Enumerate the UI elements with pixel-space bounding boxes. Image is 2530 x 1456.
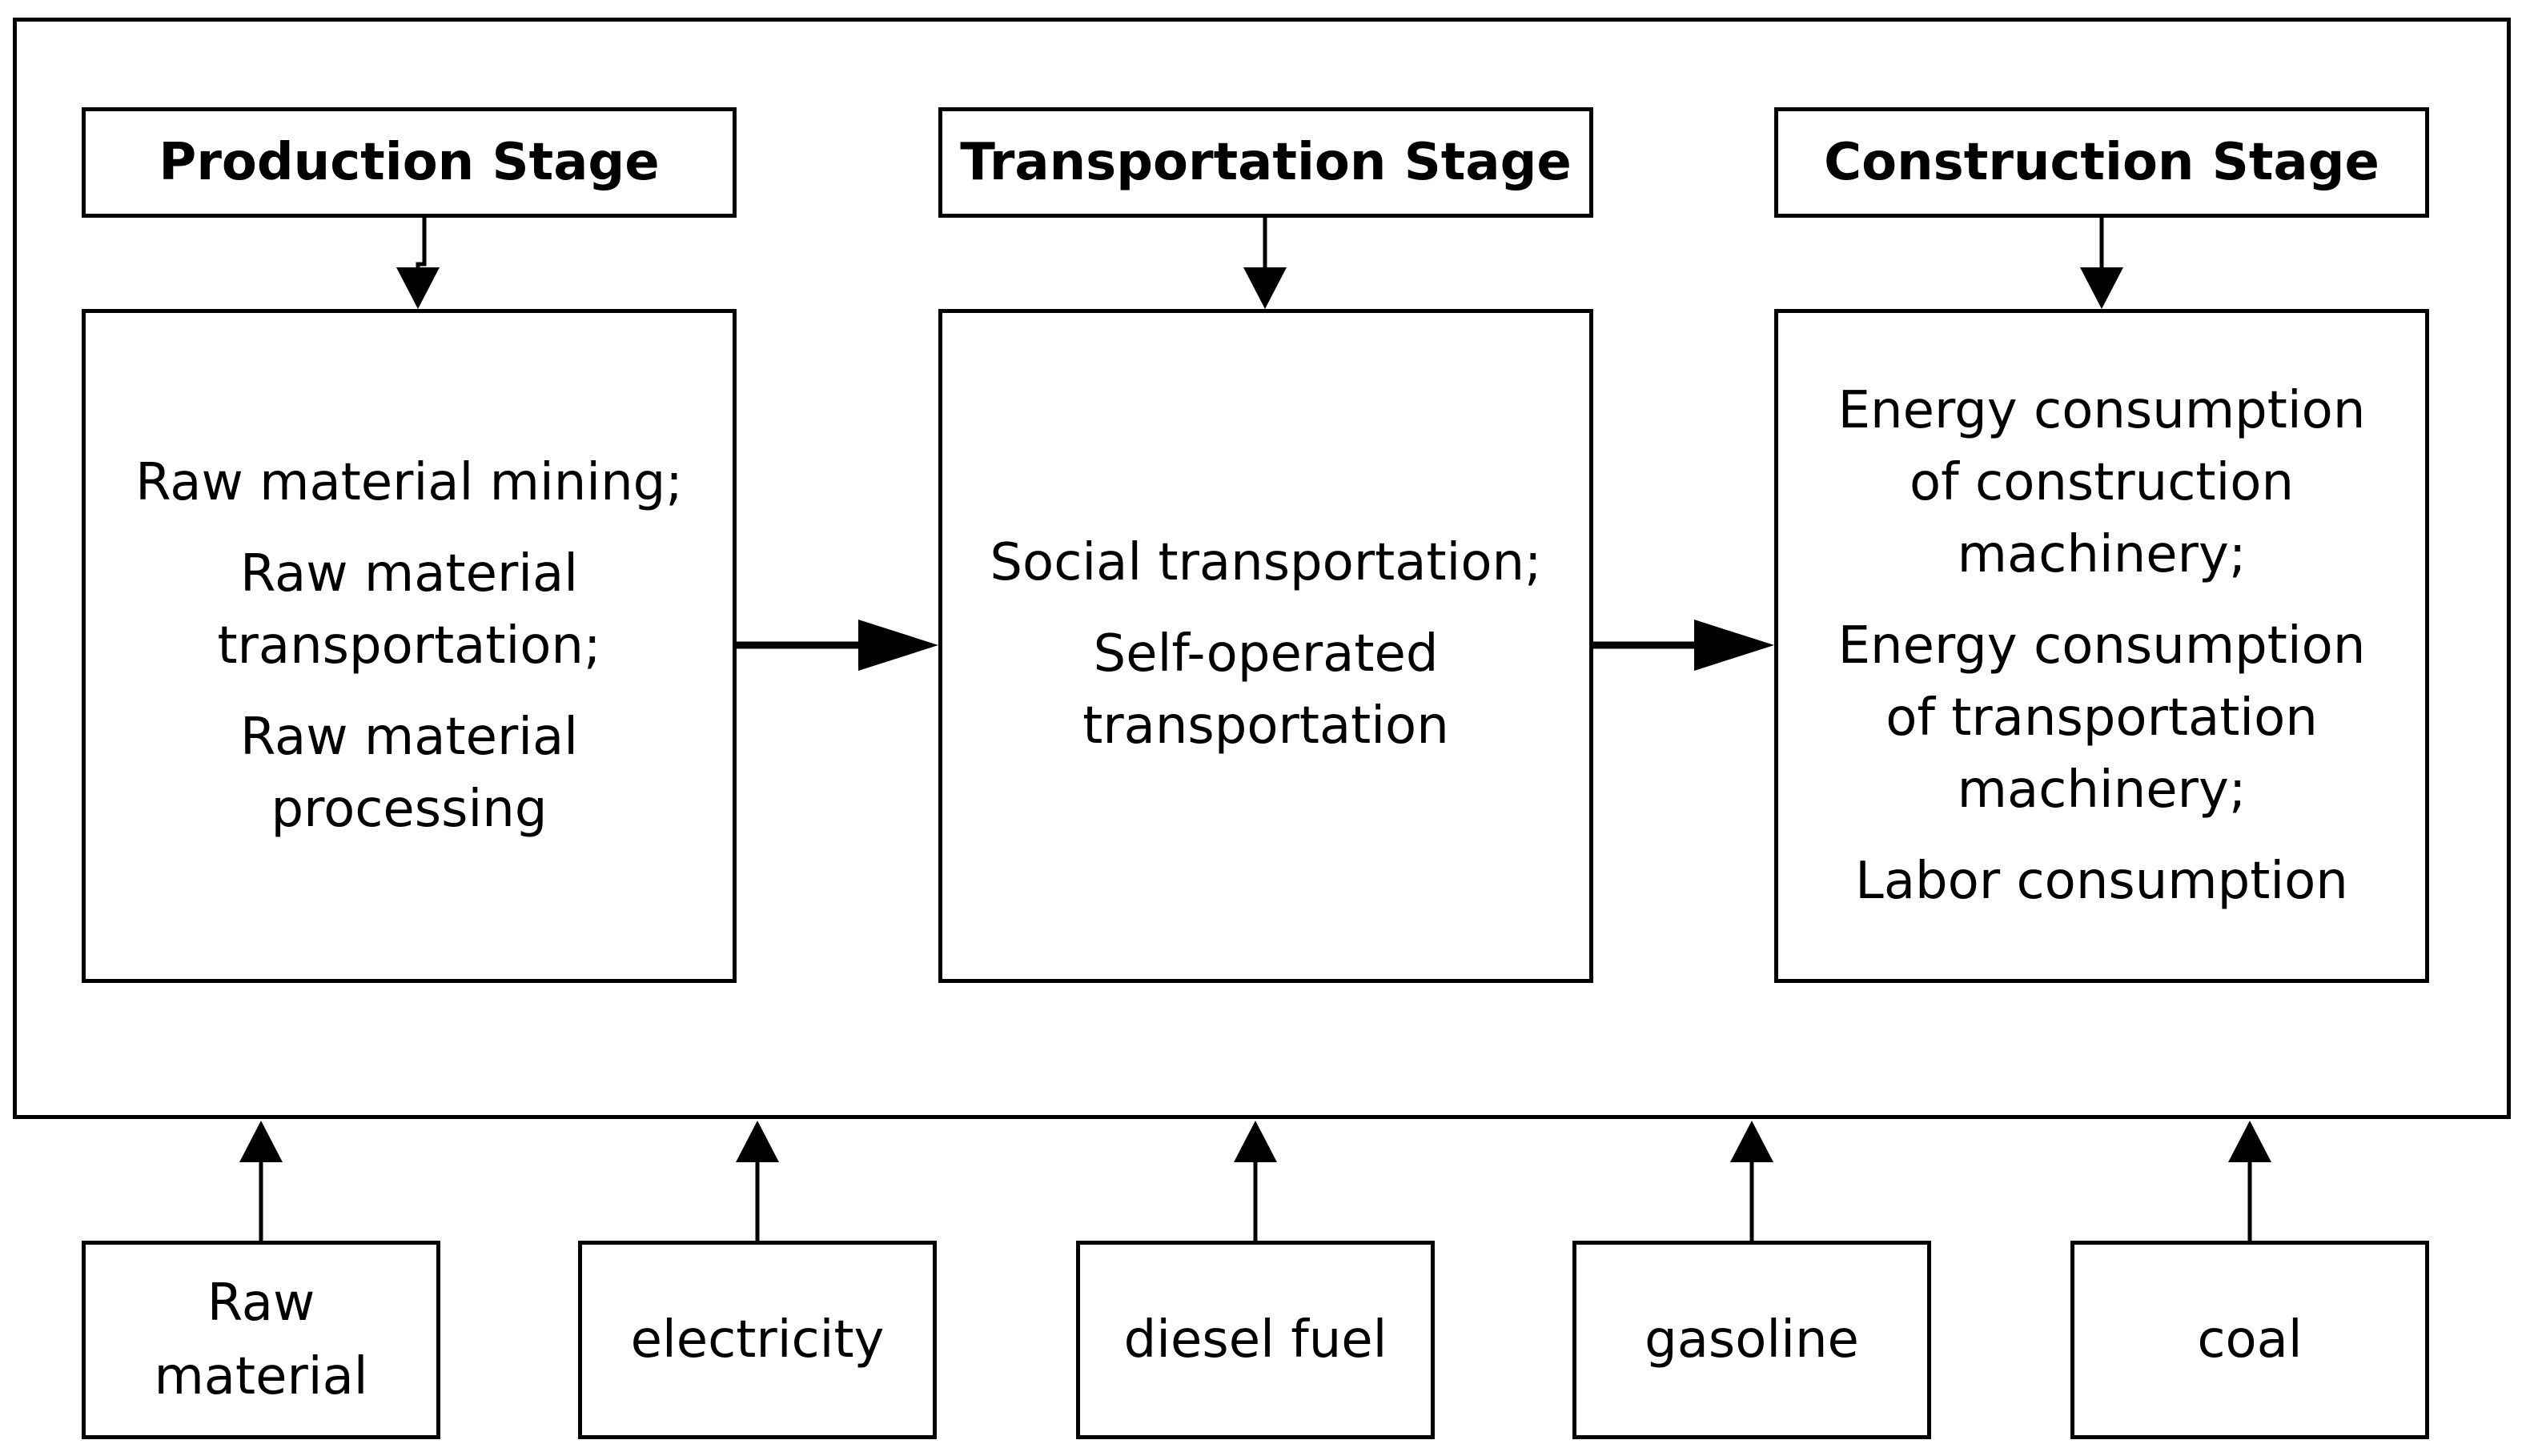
input-box-diesel-fuel: diesel fuel [1076, 1241, 1435, 1439]
input-box-electricity: electricity [578, 1241, 937, 1439]
system-boundary [13, 18, 2511, 1119]
construction-stage-details-box: Energy consumption of construction machi… [1774, 309, 2429, 983]
input-label-raw-material: Raw material [154, 1273, 368, 1406]
construction-stage-title: Construction Stage [1824, 133, 2379, 192]
production-item-mining: Raw material mining; [135, 453, 683, 512]
transportation-stage-title: Transportation Stage [960, 133, 1572, 192]
input-label-diesel-fuel: diesel fuel [1123, 1310, 1387, 1370]
gasoline-up-arrow [1730, 1121, 1773, 1241]
input-box-raw-material: Raw material [82, 1241, 440, 1439]
construction-item-transportation-machinery: Energy consumption of transportation mac… [1837, 616, 2366, 820]
input-label-coal: coal [2197, 1310, 2303, 1370]
construction-stage-title-box: Construction Stage [1774, 107, 2429, 218]
input-box-coal: coal [2070, 1241, 2429, 1439]
production-stage-details-box: Raw material mining; Raw material transp… [82, 309, 737, 983]
transportation-stage-details-box: Social transportation; Self-operated tra… [938, 309, 1593, 983]
production-stage-title-box: Production Stage [82, 107, 737, 218]
input-label-electricity: electricity [630, 1310, 885, 1370]
construction-item-labor: Labor consumption [1855, 852, 2348, 911]
diesel-fuel-up-arrow [1234, 1121, 1277, 1241]
construction-item-construction-machinery: Energy consumption of construction machi… [1837, 381, 2366, 584]
input-box-gasoline: gasoline [1572, 1241, 1931, 1439]
production-item-transportation: Raw material transportation; [217, 544, 601, 676]
transportation-stage-title-box: Transportation Stage [938, 107, 1593, 218]
electricity-up-arrow [736, 1121, 779, 1241]
transportation-item-self-operated: Self-operated transportation [1082, 624, 1449, 756]
input-label-gasoline: gasoline [1644, 1310, 1859, 1370]
production-stage-title: Production Stage [159, 133, 660, 192]
transportation-item-social: Social transportation; [990, 533, 1542, 592]
coal-up-arrow [2228, 1121, 2271, 1241]
raw-material-up-arrow [239, 1121, 283, 1241]
production-item-processing: Raw material processing [239, 708, 579, 839]
